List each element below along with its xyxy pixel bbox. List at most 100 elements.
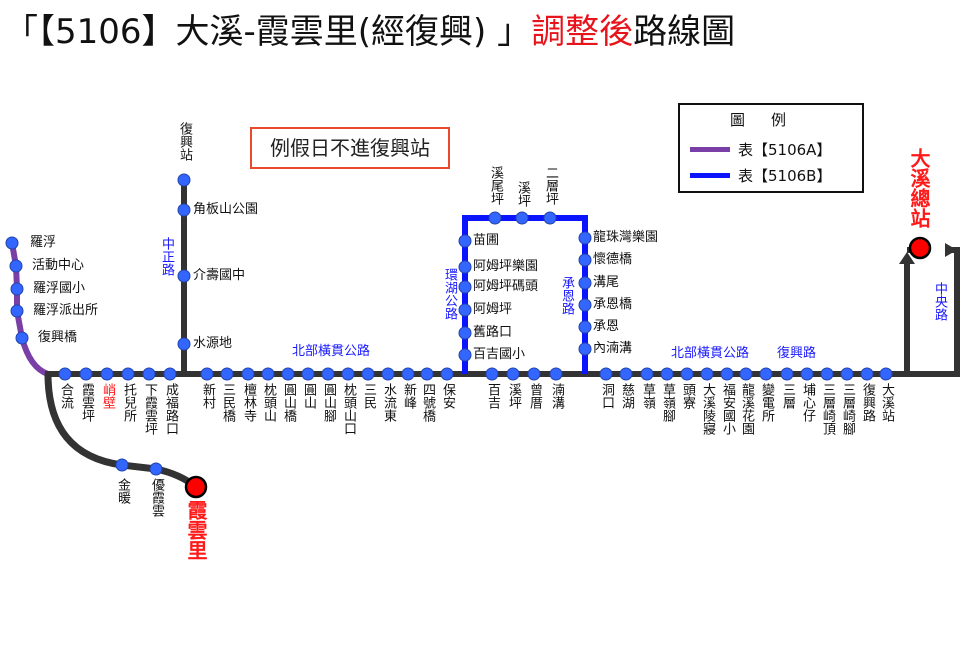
stop-label: 圓山腳 [321, 383, 336, 422]
bus-stop-dot [79, 367, 93, 381]
bus-stop-dot [458, 234, 472, 248]
stop-label: 羅浮派出所 [33, 303, 99, 318]
road-label-north-cross: 北部橫貫公路 [292, 344, 371, 359]
terminal-xiayunli-label: 霞雲里 [184, 500, 208, 560]
stop-label: 圓山 [301, 383, 316, 409]
stop-label: 三層崎頂 [820, 383, 835, 435]
stop-label: 枕頭山口 [341, 383, 356, 435]
stop-label: 托兒所 [121, 383, 136, 422]
stop-label: 福安國小 [720, 383, 735, 435]
terminal-daxi-label: 大溪總站 [907, 148, 931, 228]
stop-label: 優霞雲 [149, 478, 164, 517]
title-route: 「【5106】大溪-霞雲里(經復興) 」 [4, 12, 532, 52]
bus-stop-dot [177, 269, 191, 283]
bus-stop-dot [149, 462, 163, 476]
stop-label: 保安 [440, 383, 455, 409]
route-a-line [9, 242, 50, 377]
road-label-fuxing: 復興路 [777, 346, 817, 361]
bus-stop-dot [381, 367, 395, 381]
bus-stop-dot [321, 367, 335, 381]
stop-label: 復興路 [860, 383, 875, 422]
stop-label: 阿姆坪碼頭 [473, 279, 539, 294]
bus-stop-dot [458, 260, 472, 274]
stop-label: 霞雲坪 [79, 383, 94, 422]
stop-label: 水流東 [381, 383, 396, 422]
stop-label: 三民橋 [220, 383, 235, 422]
bus-stop-dot [879, 367, 893, 381]
stop-label: 苗圃 [473, 233, 500, 248]
stop-label: 溪尾坪 [488, 166, 503, 205]
bus-stop-dot [15, 331, 29, 345]
stop-label: 羅浮國小 [33, 281, 86, 296]
bus-stop-dot [680, 367, 694, 381]
stop-label: 懷德橋 [593, 252, 633, 267]
bus-stop-dot [578, 276, 592, 290]
stop-label: 溪坪 [515, 181, 530, 207]
legend-label: 表【5106A】 [738, 141, 832, 159]
stop-label: 峭壁 [100, 383, 115, 409]
bus-stop-dot [860, 367, 874, 381]
bus-stop-dot [578, 342, 592, 356]
bus-stop-dot [458, 303, 472, 317]
stop-label: 檀林寺 [241, 383, 256, 422]
arrow-up-icon [899, 252, 915, 264]
stop-label: 角板山公園 [193, 202, 259, 217]
stop-label: 水源地 [193, 336, 233, 351]
bus-stop-dot [660, 367, 674, 381]
stop-label: 龍溪花園 [739, 383, 754, 435]
stop-label: 曾厝 [527, 383, 542, 409]
road-label-zhongyang: 中央路 [932, 282, 947, 321]
bus-stop-dot [281, 367, 295, 381]
legend-header: 圖例 [729, 111, 812, 129]
stop-label: 三層崎腳 [840, 383, 855, 435]
legend-item-5106a: 表【5106A】 [690, 139, 831, 160]
stop-label: 草嶺腳 [660, 383, 675, 422]
arrow-right-icon [945, 243, 957, 257]
bus-stop-dot [458, 348, 472, 362]
bus-stop-dot [301, 367, 315, 381]
bus-stop-dot [840, 367, 854, 381]
bus-stop-dot [200, 367, 214, 381]
bus-stop-dot [820, 367, 834, 381]
bus-stop-dot [177, 173, 191, 187]
bus-stop-dot [527, 367, 541, 381]
stop-label: 介壽國中 [193, 268, 246, 283]
bus-stop-dot [578, 253, 592, 267]
stop-label: 合流 [58, 383, 73, 409]
legend-label: 表【5106B】 [738, 167, 832, 185]
stop-label: 變電所 [759, 383, 774, 422]
bus-stop-dot [420, 367, 434, 381]
road-label-chengen: 承恩路 [559, 276, 574, 315]
bus-stop-dot [619, 367, 633, 381]
stop-label: 承恩 [593, 319, 620, 334]
bus-stop-dot [220, 367, 234, 381]
holiday-notice: 例假日不進復興站 [250, 127, 450, 169]
stop-label: 羅浮 [30, 235, 57, 250]
bus-stop-dot [640, 367, 654, 381]
stop-label: 二層坪 [543, 166, 558, 205]
stop-label: 舊路口 [473, 325, 513, 340]
stop-label: 承恩橋 [593, 297, 633, 312]
stop-label: 大溪站 [879, 383, 894, 422]
bus-stop-dot [720, 367, 734, 381]
bus-stop-dot [58, 367, 72, 381]
page-title: 「【5106】大溪-霞雲里(經復興) 」調整後路線圖 [4, 4, 735, 53]
bus-stop-dot [515, 211, 529, 225]
bus-stop-dot [485, 367, 499, 381]
stop-label: 埔心仔 [800, 383, 815, 422]
bus-stop-dot [458, 280, 472, 294]
stop-label: 成福路口 [163, 383, 178, 435]
bus-stop-dot [739, 367, 753, 381]
stop-label: 新峰 [401, 383, 416, 409]
bus-stop-dot [578, 231, 592, 245]
bus-stop-dot [488, 211, 502, 225]
bus-stop-dot [800, 367, 814, 381]
stop-label: 阿姆坪樂園 [473, 259, 539, 274]
bus-stop-dot [341, 367, 355, 381]
stop-label: 大溪陵寢 [700, 383, 715, 435]
terminal-xiayunli-marker [184, 475, 208, 499]
bus-stop-dot [261, 367, 275, 381]
bus-stop-dot [177, 337, 191, 351]
bus-stop-dot [780, 367, 794, 381]
